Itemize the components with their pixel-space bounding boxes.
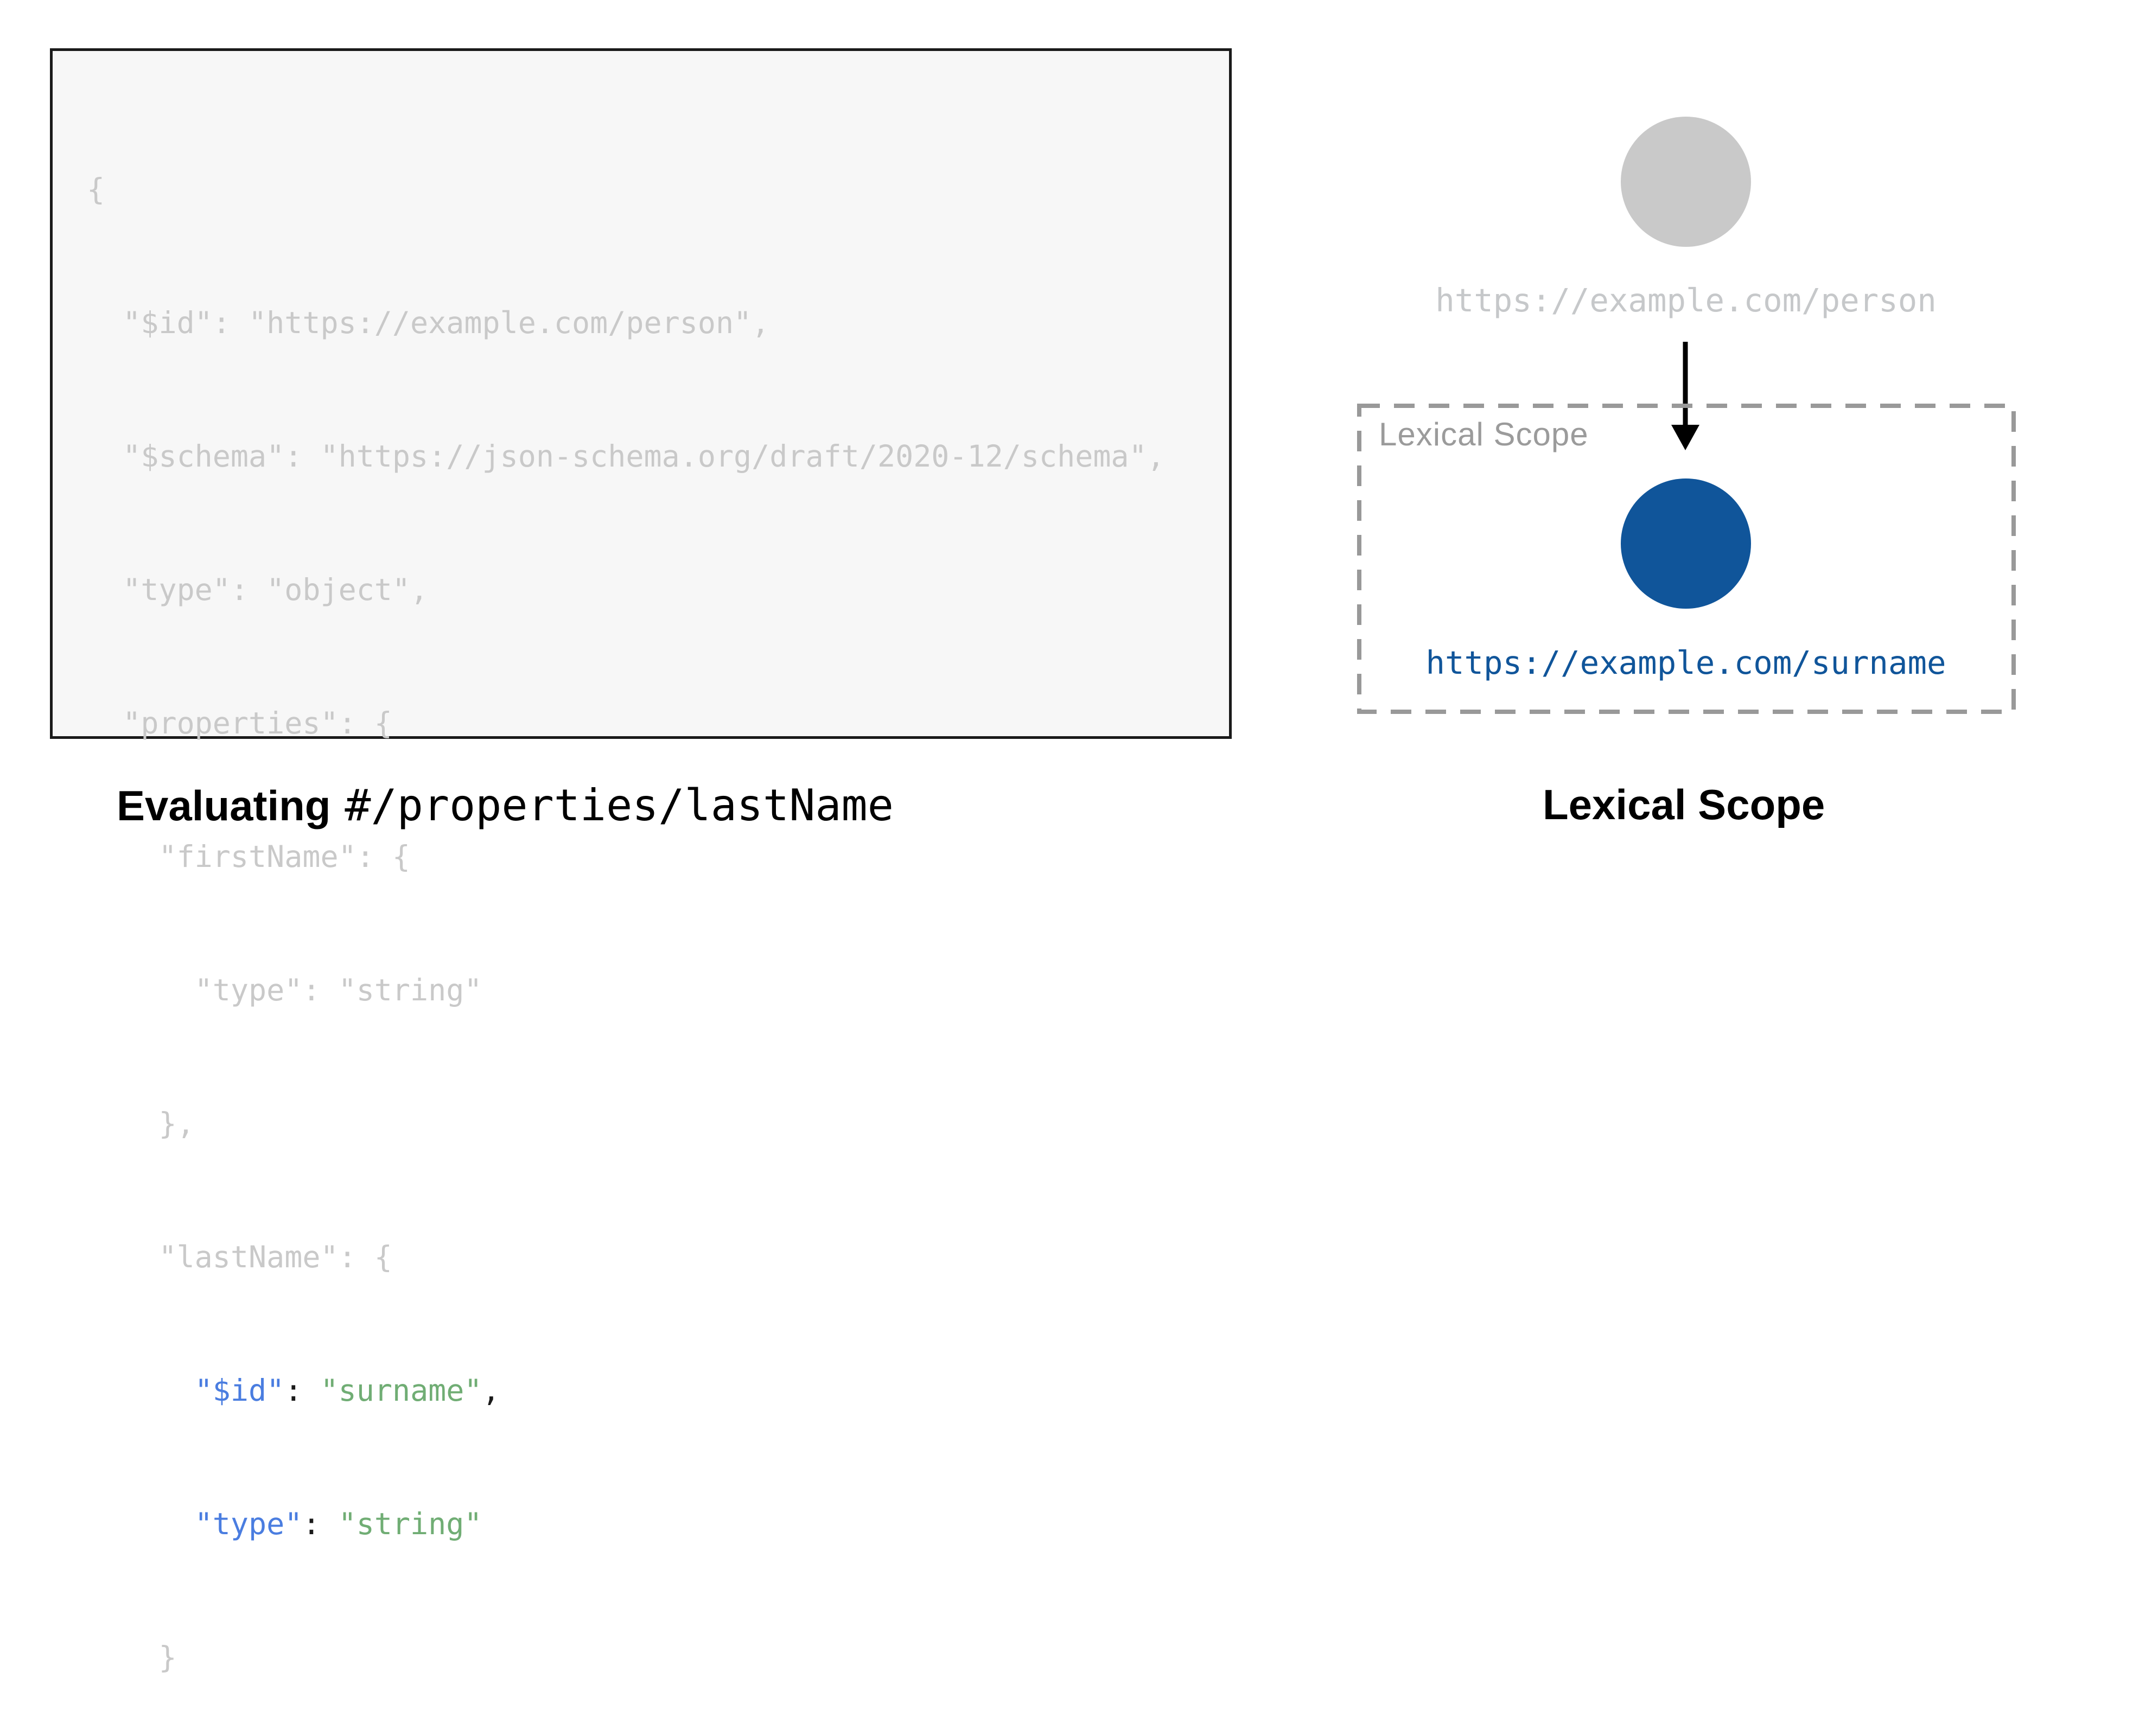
code-line: "type": "object", (87, 572, 429, 607)
code-line: "$schema": "https://json-schema.org/draf… (87, 439, 1165, 474)
left-figure-caption: Evaluating #/properties/lastName (117, 780, 894, 831)
code-line-highlighted-id: "$id": "surname", (87, 1368, 1165, 1413)
person-schema-node (1621, 117, 1751, 247)
code-line-highlighted-type: "type": "string" (87, 1502, 1165, 1546)
right-figure-caption: Lexical Scope (1543, 780, 1825, 829)
json-value: "string" (338, 1507, 482, 1541)
json-comma: , (482, 1373, 500, 1408)
code-indent (87, 1507, 195, 1541)
code-indent (87, 1373, 195, 1408)
code-line: "lastName": { (87, 1240, 392, 1274)
code-line: { (87, 172, 105, 207)
lexical-scope-box (1357, 404, 2016, 714)
json-schema-code-panel: { "$id": "https://example.com/person", "… (50, 48, 1232, 1675)
code-line: }, (87, 1106, 195, 1141)
down-arrow-icon (1671, 342, 1699, 450)
caption-lexical-scope: Lexical Scope (1543, 781, 1825, 828)
caption-evaluating-label: Evaluating (117, 782, 331, 829)
json-colon: : (302, 1507, 339, 1541)
json-value: "surname" (320, 1373, 482, 1408)
surname-uri-label: https://example.com/surname (1425, 644, 1946, 681)
json-colon: : (284, 1373, 321, 1408)
surname-schema-node (1621, 478, 1751, 609)
code-line: "firstName": { (87, 839, 411, 874)
caption-json-pointer: #/properties/lastName (345, 780, 894, 831)
code-line: } (87, 1640, 177, 1675)
code-listing: { "$id": "https://example.com/person", "… (87, 78, 1165, 1736)
code-line: "properties": { (87, 706, 392, 741)
json-key: "type" (194, 1507, 303, 1541)
code-line: "$id": "https://example.com/person", (87, 305, 770, 340)
person-uri-label: https://example.com/person (1435, 282, 1937, 319)
json-key: "$id" (194, 1373, 285, 1408)
code-line: "type": "string" (87, 973, 482, 1007)
lexical-scope-box-label: Lexical Scope (1379, 416, 1589, 452)
